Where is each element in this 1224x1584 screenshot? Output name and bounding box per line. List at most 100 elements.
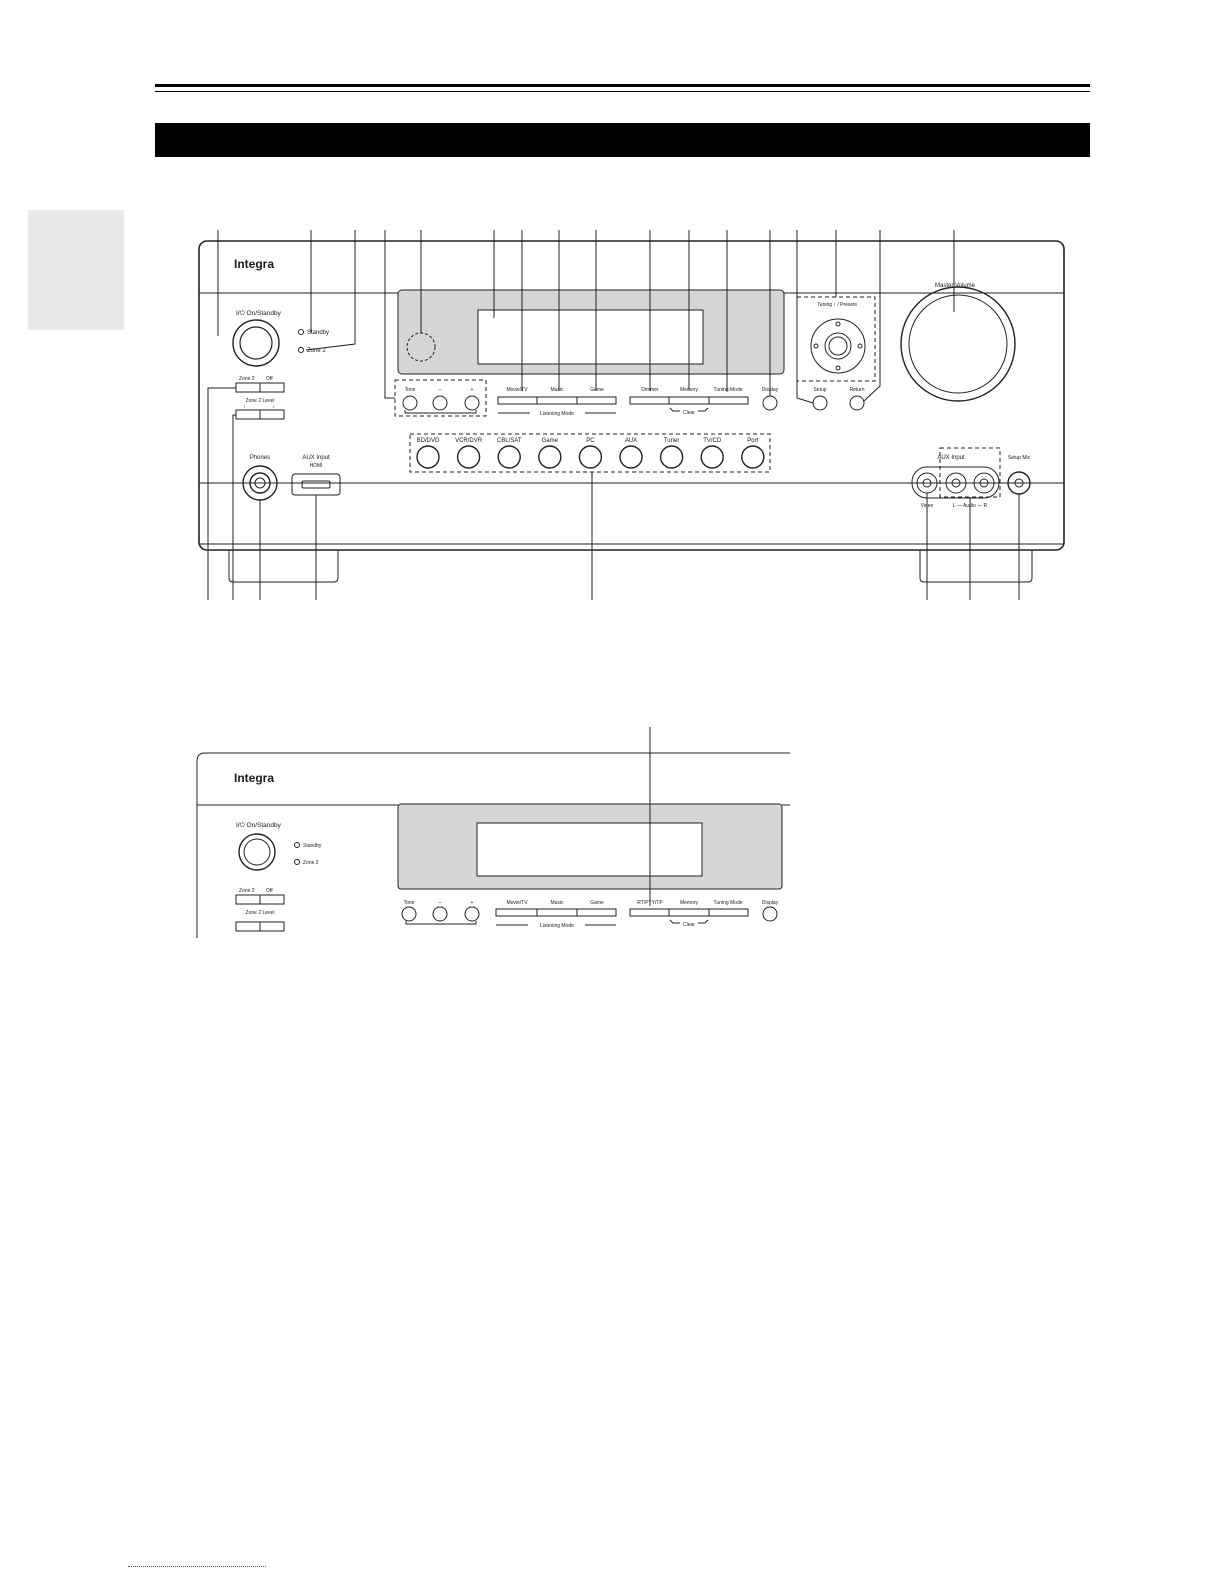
zone2-indicator [298,347,304,353]
callout-lines-bottom [207,387,1020,600]
header-rule-thin [155,91,1090,92]
tuning-mode-label: Tuning Mode [714,387,743,393]
input-selector-port-button[interactable] [741,445,765,469]
return-button[interactable] [849,395,865,411]
display-label-2: Display [762,900,779,906]
input-selector-pc-button[interactable] [578,445,603,469]
power-button-2[interactable] [238,833,276,871]
input-selector-vcr-dvr-button[interactable] [456,445,481,469]
header-rule-thick [155,84,1090,87]
tone-button-2[interactable] [401,906,417,922]
aux-audio-l-jack[interactable] [945,472,967,494]
brand-logo: Integra [234,257,274,271]
listening-mode-caption-2: Listening Mode [540,923,574,929]
tone-button[interactable] [402,395,418,411]
tone-minus-button-2[interactable] [432,906,448,922]
receiver-body-bottom [196,752,790,938]
tone-minus-label-2: – [439,900,442,906]
input-selector-tv-cd-button[interactable] [700,445,724,469]
aux-audio-r-jack[interactable] [973,472,995,494]
input-selector-tuner-label: Tuner [664,438,679,444]
game-mode-label: Game [590,387,604,393]
tone-plus-button[interactable] [464,395,480,411]
input-selector-cbl-sat-button[interactable] [497,445,521,469]
input-selector-aux-label: AUX [625,438,637,444]
listening-mode-caption: Listening Mode [540,411,574,417]
zone2-off-label-2: Off [266,888,273,894]
audio-lr-label: L — Audio — R [953,503,988,509]
input-selector-tv-cd-label: TV/CD [703,438,722,444]
input-selector-game-button[interactable] [538,445,562,469]
input-selector-tuner-button[interactable] [659,445,684,469]
input-selector-port-label: Port [747,438,758,444]
callout-lines-top [217,230,955,404]
rt-pty-tp-memory-tuning-buttons[interactable] [629,908,749,917]
chapter-side-tab [28,210,124,330]
master-volume-label: Master Volume [935,283,976,289]
input-selector-pc-label: PC [586,438,595,444]
music-label-2: Music [550,900,564,906]
listening-mode-buttons[interactable] [497,396,617,405]
power-label: I/⏻ On/Standby [236,310,282,317]
rt-pty-tp-label: RT/PTY/TP [637,900,663,906]
brand-logo-2: Integra [234,771,274,785]
tone-plus-label: + [471,387,474,393]
movie-tv-label-2: Movie/TV [506,900,528,906]
aux-input-label: AUX Input [937,455,965,461]
section-heading-bar [155,123,1090,157]
zone2-level-label: Zone 2 Level [246,398,275,404]
input-selector-row: BD/DVD VCR/DVR CBL/SAT Game PC AUX Tuner TV/CD P… [416,438,765,469]
memory-label-2: Memory [680,900,699,906]
input-selector-bd-dvd-button[interactable] [416,445,440,469]
aux-hdmi-sub: HDMI [310,463,323,469]
setup-label: Setup [813,387,826,393]
input-selector-game-label: Game [542,438,559,444]
display-button[interactable] [762,395,778,411]
tone-plus-button-2[interactable] [464,906,480,922]
zone2-indicator-label-2: Zone 2 [303,860,319,866]
game-mode-label-2: Game [590,900,604,906]
clear-caption-2: Clear [683,922,695,928]
setup-button[interactable] [812,395,828,411]
down-arrow-icon: ↓ [272,404,275,410]
input-selector-cbl-sat-label: CBL/SAT [497,438,522,444]
up-arrow-icon: ↑ [243,404,246,410]
input-selector-bd-dvd-label: BD/DVD [417,438,440,444]
footer-link-underline [128,1566,266,1568]
dimmer-label: Dimmer [641,387,659,393]
display-button-2[interactable] [762,906,778,922]
return-label: Return [849,387,864,393]
listening-mode-buttons-2[interactable] [495,908,617,917]
zone2-button-label: Zone 2 [239,376,255,382]
tone-minus-label: – [439,387,442,393]
power-button[interactable] [232,319,280,367]
display-screen-2 [476,822,703,877]
aux-hdmi-title: AUX Input [302,455,330,461]
zone2-indicator-label: Zone 2 [307,348,326,354]
phones-label: Phones [250,455,270,461]
aux-hdmi-port[interactable] [291,473,341,496]
input-selector-aux-button[interactable] [619,445,643,469]
zone2-level-label-2: Zone 2 Level [246,910,275,916]
display-screen [477,309,704,365]
power-label-2: I/⏻ On/Standby [236,822,282,829]
tuning-presets-cross[interactable] [810,318,866,374]
video-label: Video [921,503,934,509]
movie-tv-label: Movie/TV [506,387,528,393]
zone2-button-label-2: Zone 2 [239,888,255,894]
tuning-mode-label-2: Tuning Mode [714,900,743,906]
display-label: Display [762,387,779,393]
clear-caption: Clear [683,410,695,416]
standby-label-2: Standby [303,843,322,849]
dimmer-memory-tuning-buttons[interactable] [629,396,749,405]
tone-minus-button[interactable] [432,395,448,411]
zone2-off-label: Off [266,376,273,382]
input-selector-vcr-dvr-label: VCR/DVR [455,438,483,444]
standby-indicator [298,329,304,335]
setup-mic-label: Setup Mic [1008,455,1031,461]
master-volume-knob[interactable] [900,286,1016,402]
memory-label: Memory [680,387,699,393]
tone-label-2: Tone [404,900,415,906]
tone-plus-label-2: + [471,900,474,906]
